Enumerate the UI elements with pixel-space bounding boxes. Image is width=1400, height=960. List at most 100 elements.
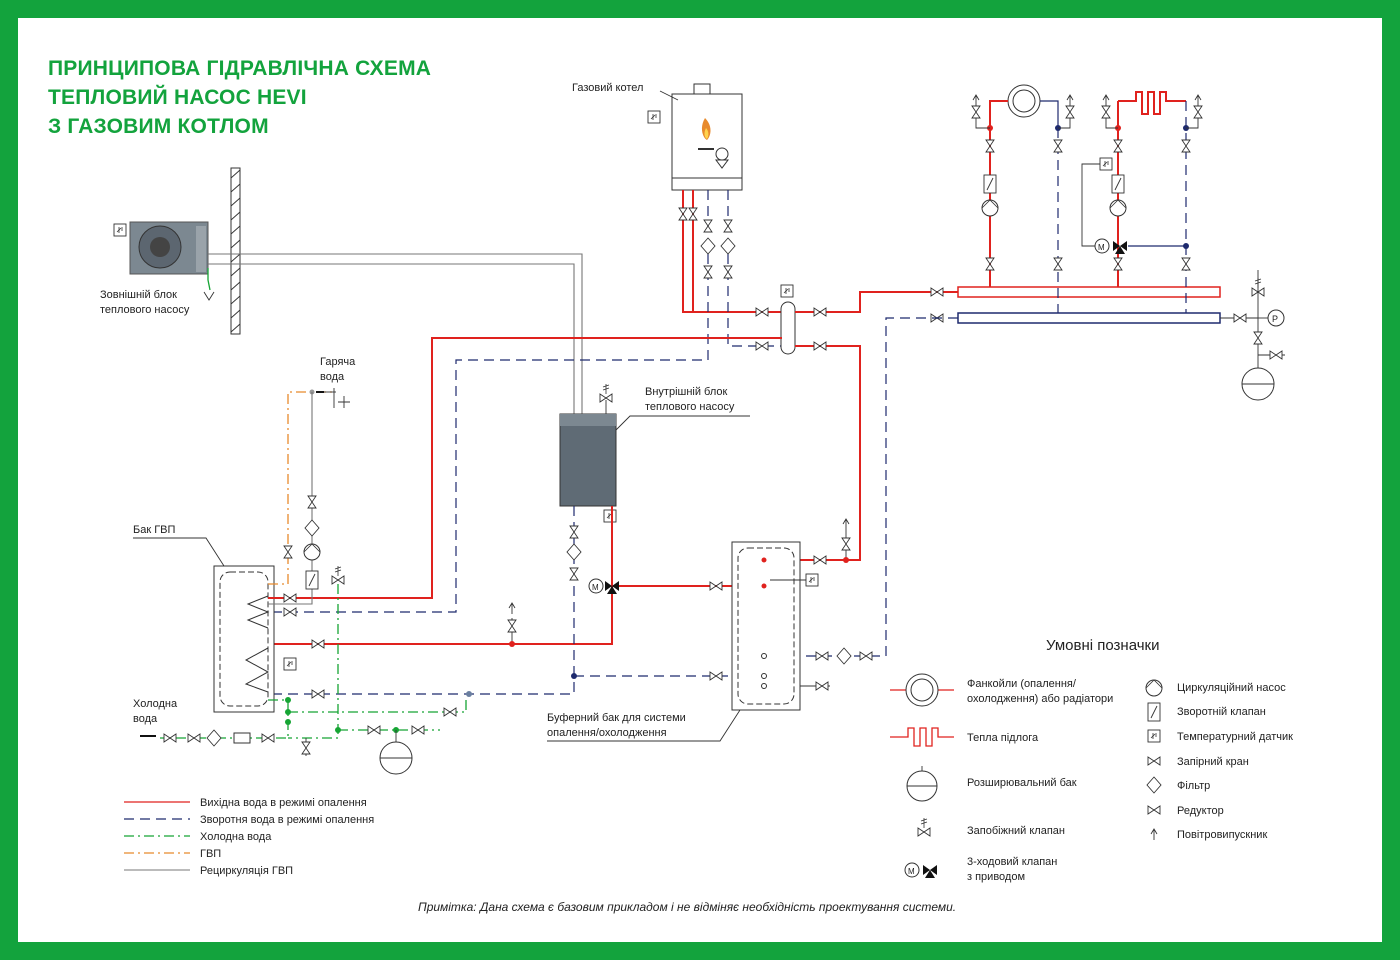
shutoff-valve-icon (709, 671, 723, 681)
shutoff-valve-icon (815, 651, 829, 661)
legend-label: ГВП (200, 848, 221, 860)
dhw-tank-label: Бак ГВП (133, 524, 175, 536)
expansion-tank-icon (906, 766, 938, 802)
junction-dot (335, 727, 341, 733)
air-vent-icon (972, 94, 980, 107)
shutoff-valve-icon (1193, 105, 1203, 119)
shutoff-valve-icon (859, 651, 873, 661)
legend-circ-pump: Циркуляційний насос (1177, 682, 1286, 694)
title-line-1: ПРИНЦИПОВА ГІДРАВЛІЧНА СХЕМА (48, 57, 432, 80)
temp-sensor-icon (805, 573, 819, 587)
reducer-icon (1147, 805, 1161, 815)
symbols-legend: Умовні позначки Фанкойли (опалення/ охол… (890, 637, 1293, 883)
shutoff-valve-icon (261, 733, 275, 743)
three-way-valve-icon (923, 865, 937, 878)
shutoff-valve-icon (283, 607, 297, 617)
filter-icon (700, 237, 716, 255)
hot-water-label-1: Гаряча (320, 356, 356, 368)
shutoff-valve-icon (1233, 313, 1247, 323)
legend-three-way-1: 3-ходовий клапан (967, 856, 1057, 868)
title-line-3: З ГАЗОВИМ КОТЛОМ (48, 115, 269, 138)
temp-sensor-icon (1099, 157, 1113, 171)
filter-icon (1146, 776, 1162, 794)
title-line-2: ТЕПЛОВИЙ НАСОС HEVI (48, 86, 307, 109)
shutoff-valve-icon (187, 733, 201, 743)
legend-expansion-tank: Розширювальний бак (967, 777, 1077, 789)
legend-temp-sensor: Температурний датчик (1177, 731, 1293, 743)
check-valve-icon (983, 174, 997, 194)
legend-label: Зворотня вода в режимі опалення (200, 814, 374, 826)
junction-dot (285, 719, 291, 725)
circulation-pump-icon (1109, 199, 1127, 217)
legend-label: Холодна вода (200, 831, 272, 843)
leader-line (133, 537, 225, 567)
temp-sensor-icon (647, 110, 661, 124)
drain-icon (203, 291, 215, 301)
shutoff-valve-icon (813, 341, 827, 351)
shutoff-valve-icon (688, 207, 698, 221)
air-vent-icon (508, 602, 516, 615)
air-vent-icon (842, 518, 850, 531)
shutoff-valve-icon (813, 307, 827, 317)
actuator-letter: M (908, 867, 915, 876)
return-collector (957, 312, 1221, 324)
junction-dot (285, 697, 291, 703)
shutoff-valve-icon (971, 105, 981, 119)
supply-collector (957, 286, 1221, 298)
shutoff-valve-icon (723, 265, 733, 279)
indoor-unit-label-2: теплового насосу (645, 401, 735, 413)
drain-line (207, 268, 211, 291)
junction-dot (509, 641, 515, 647)
outdoor-unit (129, 221, 209, 275)
floor-heating-circuit (1081, 91, 1199, 313)
cold-water-label-2: вода (133, 713, 158, 725)
diagram-title: ПРИНЦИПОВА ГІДРАВЛІЧНА СХЕМА ТЕПЛОВИЙ НА… (48, 54, 431, 141)
shutoff-valve-icon (283, 593, 297, 603)
shutoff-valve-icon (301, 741, 311, 755)
indoor-return-pipe (268, 506, 575, 695)
shutoff-valve-icon (985, 257, 995, 271)
circulation-pump-icon (303, 543, 321, 561)
supply-to-collector (795, 291, 958, 313)
reducer-icon (411, 725, 425, 735)
shutoff-valve-icon (569, 567, 579, 581)
fancoil-inner-icon (910, 678, 934, 702)
air-vent-icon (1150, 828, 1158, 841)
legend-filter: Фільтр (1177, 780, 1210, 792)
dhw-outlet-pipe (268, 391, 334, 585)
legend-reducer: Редуктор (1177, 805, 1224, 817)
circulation-pump-icon (981, 199, 999, 217)
filter-icon (304, 519, 320, 537)
buffer-tank-label-1: Буферний бак для системи (547, 712, 686, 724)
shutoff-valve-icon (1065, 105, 1075, 119)
legend-air-vent: Повітровипускник (1177, 829, 1267, 841)
gas-boiler-label: Газовий котел (572, 82, 643, 94)
shutoff-valve-icon (755, 341, 769, 351)
safety-valve-icon (331, 565, 345, 585)
shutoff-valve-icon (1113, 257, 1123, 271)
shutoff-valve-icon (283, 545, 293, 559)
indoor-unit-label-1: Внутрішній блок (645, 386, 728, 398)
actuator-icon (1094, 238, 1110, 254)
actuator-letter: M (1098, 243, 1105, 252)
filter-icon (720, 237, 736, 255)
shutoff-valve-icon (709, 581, 723, 591)
boiler-return-pipe (268, 190, 709, 613)
temp-sensor-icon (283, 657, 297, 671)
symbols-legend-heading: Умовні позначки (1046, 637, 1160, 654)
shutoff-valve-icon (367, 725, 381, 735)
shutoff-valve-icon (1253, 331, 1263, 345)
shutoff-valve-icon (443, 707, 457, 717)
boiler-supply-pipe (682, 190, 782, 313)
disclaimer-note: Примітка: Дана схема є базовим прикладом… (418, 900, 956, 914)
pressure-gauge-letter: P (1272, 314, 1278, 324)
temp-sensor-icon (1147, 729, 1161, 743)
junction-dot (843, 557, 849, 563)
leader-line (547, 709, 741, 742)
shutoff-valve-icon (1181, 139, 1191, 153)
supply-to-buffer (795, 345, 861, 561)
refrigerant-line-1 (208, 253, 583, 414)
legend-label: Рециркуляція ГВП (200, 865, 293, 877)
shutoff-valve-icon (311, 689, 325, 699)
cold-water-inlet (160, 699, 289, 739)
